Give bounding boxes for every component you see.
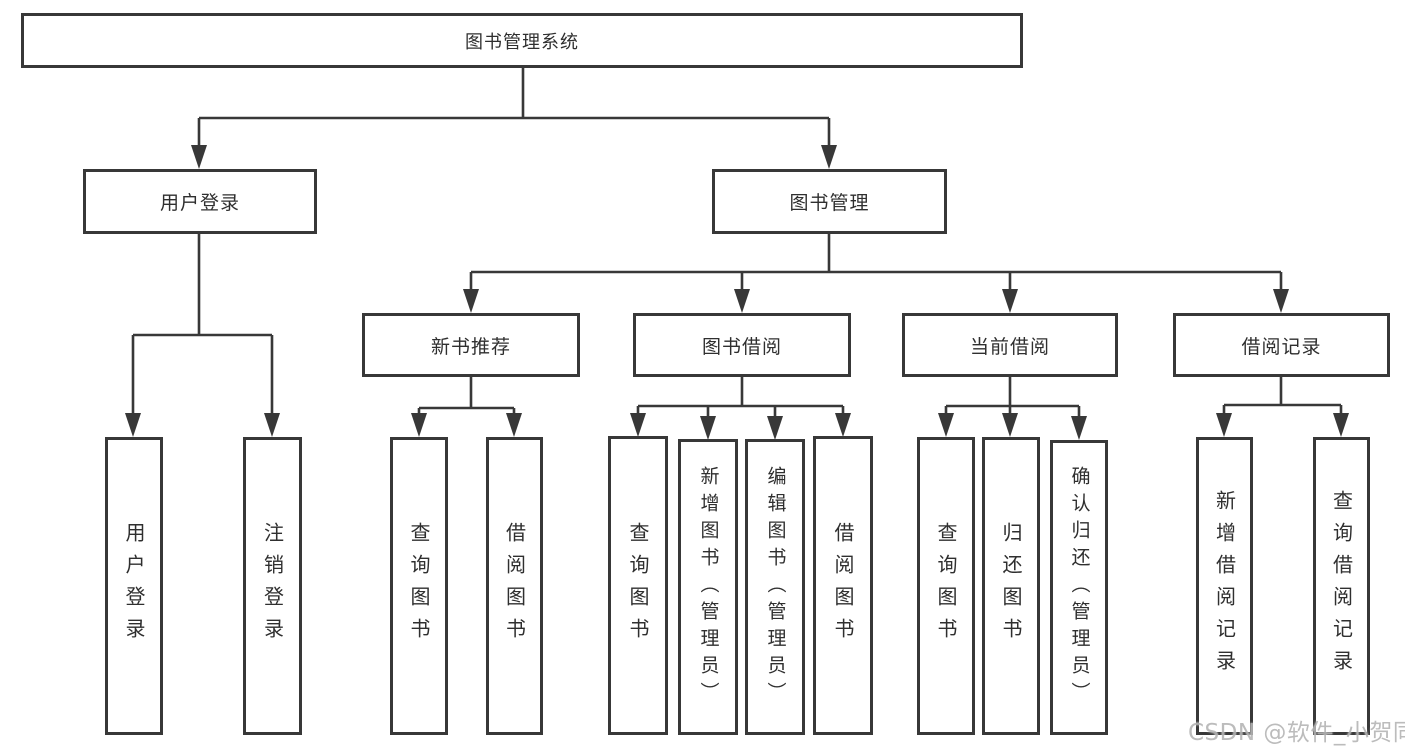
node-borrow-records: 借阅记录 [1173, 313, 1390, 377]
node-current-borrow: 当前借阅 [902, 313, 1118, 377]
csdn-watermark: CSDN @软件_小贺同学 [1188, 720, 1405, 746]
leaf-logout: 注销登录 [243, 437, 302, 735]
arrowhead [264, 413, 280, 437]
leaf-query-borrow-record: 查询借阅记录 [1313, 437, 1370, 735]
leaf-borrow-books-recommend: 借阅图书 [486, 437, 543, 735]
edge-group2 [944, 376, 1081, 418]
arrowhead [630, 413, 646, 437]
arrowhead [1216, 413, 1232, 437]
edge-group3 [1222, 376, 1343, 416]
leaf-query-books-borrow: 查询图书 [608, 436, 668, 735]
arrowhead [1071, 416, 1087, 440]
leaf-query-books-recommend: 查询图书 [390, 437, 448, 735]
arrowhead [1002, 413, 1018, 437]
arrowhead [191, 145, 207, 169]
leaf-add-borrow-record: 新增借阅记录 [1196, 437, 1253, 735]
arrowhead [767, 416, 783, 440]
arrowhead [125, 413, 141, 437]
leaf-query-books-current: 查询图书 [917, 437, 975, 735]
arrowhead [938, 413, 954, 437]
leaf-edit-book-admin: 编辑图书（管理员） [745, 439, 805, 735]
leaf-add-book-admin: 新增图书（管理员） [678, 439, 738, 735]
edge-mgmt-to-groups [469, 233, 1283, 292]
edge-login-to-leaves [131, 234, 274, 416]
edge-root-to-level2 [197, 68, 831, 148]
arrowhead [463, 289, 479, 313]
node-book-management-branch: 图书管理 [712, 169, 947, 234]
arrowhead [1333, 413, 1349, 437]
arrowhead [734, 289, 750, 313]
node-book-borrow: 图书借阅 [633, 313, 851, 377]
arrowhead [1002, 289, 1018, 313]
leaf-return-book: 归还图书 [982, 437, 1040, 735]
arrowhead [835, 413, 851, 437]
node-new-book-recommend: 新书推荐 [362, 313, 580, 377]
arrowhead [411, 413, 427, 437]
arrowhead [821, 145, 837, 169]
edge-group0 [417, 377, 516, 416]
leaf-user-login: 用户登录 [105, 437, 163, 735]
leaf-borrow-book: 借阅图书 [813, 436, 873, 735]
arrowhead [506, 413, 522, 437]
leaf-confirm-return-admin: 确认归还（管理员） [1050, 440, 1108, 735]
node-root-system: 图书管理系统 [21, 13, 1023, 68]
arrowhead [700, 416, 716, 440]
node-user-login-branch: 用户登录 [83, 169, 317, 234]
edge-group1 [636, 377, 845, 418]
arrowhead [1273, 289, 1289, 313]
